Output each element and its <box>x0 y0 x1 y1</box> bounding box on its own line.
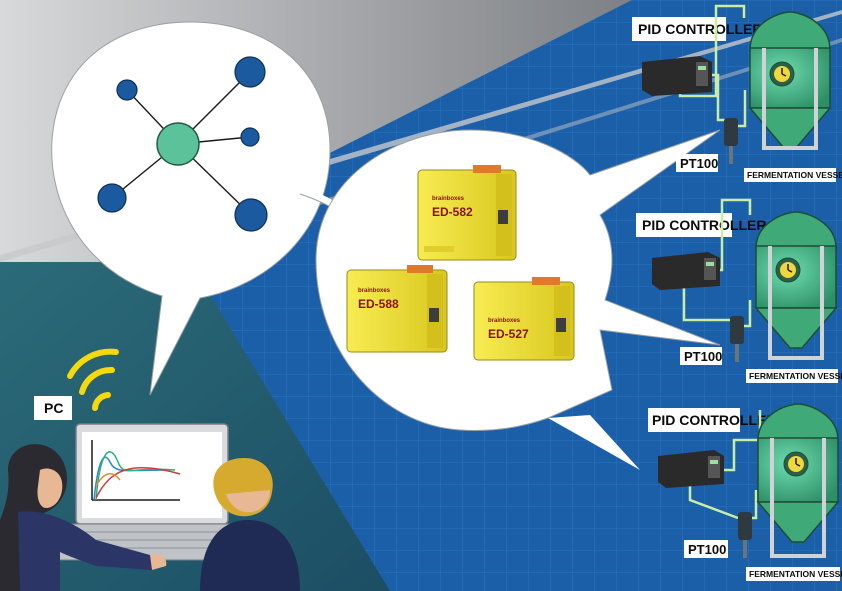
pid-controller <box>642 56 712 96</box>
pt100-sensor <box>724 118 738 164</box>
pt100-sensor <box>730 316 744 362</box>
network-node <box>234 56 266 88</box>
person-man <box>200 458 300 591</box>
module-brand: brainboxes <box>358 288 391 294</box>
fermentation-vessel-label: FERMENTATION VESSEL <box>749 371 842 381</box>
module-model-label: ED-527 <box>488 327 529 341</box>
laptop-icon <box>53 423 253 561</box>
pid-controller <box>652 252 720 290</box>
pid-controller-label-box <box>636 213 732 237</box>
network-hub <box>156 122 200 166</box>
laptop-screen <box>82 432 222 518</box>
network-node <box>116 79 138 101</box>
module-model-label: ED-582 <box>432 205 473 219</box>
person-woman <box>0 444 167 591</box>
fermentation-vessel-label: FERMENTATION VESSEL <box>747 170 842 180</box>
screen-graph <box>91 440 181 501</box>
station-2: PID CONTROLLER PT100 FERMENTATIO <box>636 198 842 383</box>
fermentation-vessel <box>748 11 832 150</box>
network-node <box>240 127 260 147</box>
pt100-sensor <box>738 512 752 558</box>
network-bubble <box>51 21 331 396</box>
module-ed-527 <box>473 277 575 361</box>
pc-label: PC <box>44 400 63 416</box>
network-node <box>234 198 268 232</box>
fermentation-vessel-label: FERMENTATION VESSEL <box>749 569 842 579</box>
fermentation-vessel <box>754 211 838 360</box>
module-ed-588 <box>346 265 448 353</box>
pid-controller-label: PID CONTROLLER <box>638 21 762 37</box>
pt100-label: PT100 <box>680 156 718 171</box>
modules-bubble <box>315 129 721 470</box>
module-model-label: ED-588 <box>358 297 399 311</box>
module-brand: brainboxes <box>488 318 521 324</box>
pid-controller <box>658 450 724 488</box>
pid-controller-label: PID CONTROLLER <box>642 217 766 233</box>
station-3: PID CONTROLLER PT100 FERMENTATIO <box>648 403 842 581</box>
module-ed-582 <box>417 165 517 261</box>
pc-label-box <box>34 396 72 420</box>
station-1: PID CONTROLLER PT100 FERMENTATIO <box>632 4 842 182</box>
pt100-label: PT100 <box>688 542 726 557</box>
pid-controller-label-box <box>648 408 740 432</box>
wifi-icon <box>67 348 119 411</box>
pid-controller-label-box <box>632 17 726 41</box>
pid-controller-label: PID CONTROLLER <box>652 412 776 428</box>
pt100-label: PT100 <box>684 349 722 364</box>
fermentation-vessel <box>756 403 840 558</box>
network-node <box>97 183 127 213</box>
module-brand: brainboxes <box>432 196 465 202</box>
